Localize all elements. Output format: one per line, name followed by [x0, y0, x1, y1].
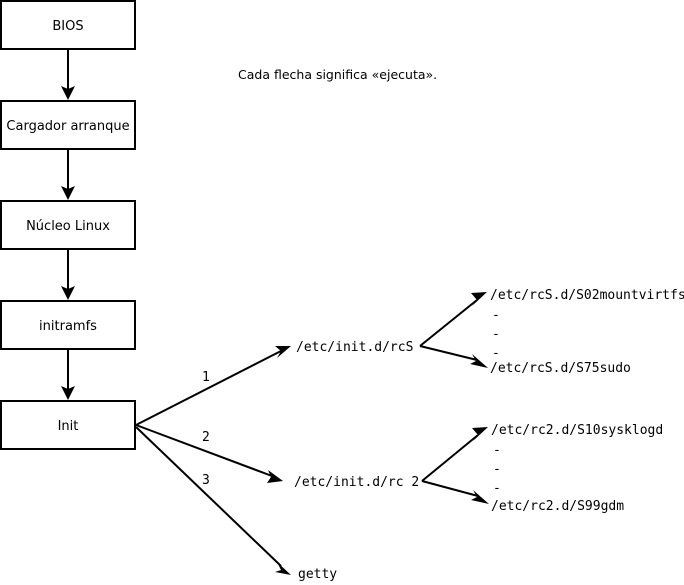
node-bootloader-shape: [0, 100, 136, 150]
diagram-caption: Cada flecha significa «ejecuta».: [238, 67, 437, 82]
branch-1-arrow: 1: [135, 346, 291, 426]
node-kernel-label: Núcleo Linux: [26, 219, 110, 234]
boot-chain-group: BIOS Cargador arranque Núcleo Linux init…: [0, 0, 136, 450]
arrow-bootloader-to-kernel: [61, 150, 75, 200]
rcs-script-group: /etc/init.d/rcS /etc/rcS.d/S02mountvirtf…: [296, 288, 684, 376]
node-initramfs-label: initramfs: [39, 319, 97, 334]
getty-group: getty: [298, 567, 337, 582]
rc2-last-script: /etc/rc2.d/S99gdm: [491, 499, 624, 514]
rcs-ellipsis-dash-2: -: [492, 327, 500, 342]
rcs-ellipsis-dash-3: -: [492, 346, 500, 361]
rcs-fanout-arrows: [419, 292, 488, 368]
node-initramfs: initramfs: [0, 300, 136, 350]
node-bios-label: BIOS: [52, 19, 83, 34]
node-bootloader-label: Cargador arranque: [6, 119, 129, 134]
node-init-label: Init: [58, 419, 79, 434]
chain-arrows-group: [61, 50, 75, 400]
branch-2-arrow: 2: [135, 424, 283, 483]
rcs-first-script: /etc/rcS.d/S02mountvirtfs: [490, 288, 684, 303]
branch-1-number: 1: [202, 370, 210, 385]
node-kernel-shape: [0, 200, 136, 250]
arrow-kernel-to-initramfs: [61, 250, 75, 300]
arrow-bios-to-bootloader: [61, 50, 75, 100]
branch-3-number: 3: [202, 473, 210, 488]
node-init: Init: [0, 400, 136, 450]
rc2-ellipsis-dash-2: -: [493, 462, 501, 477]
arrow-initramfs-to-init: [61, 350, 75, 400]
branch-3-arrow: 3: [135, 426, 291, 575]
getty-label: getty: [298, 567, 337, 582]
node-bootloader: Cargador arranque: [0, 100, 136, 150]
rc2-script-group: /etc/init.d/rc 2 /etc/rc2.d/S10sysklogd …: [294, 423, 663, 514]
rc2-script-label: /etc/init.d/rc 2: [294, 475, 419, 490]
rc2-fanout-arrows: [421, 427, 489, 504]
rcs-last-script: /etc/rcS.d/S75sudo: [490, 361, 631, 376]
init-fanout-group: 1 2 3: [135, 346, 291, 575]
node-initramfs-shape: [0, 300, 136, 350]
rc2-ellipsis-dash-3: -: [493, 481, 501, 496]
branch-2-number: 2: [202, 430, 210, 445]
node-bios: BIOS: [0, 0, 136, 50]
rc2-first-script: /etc/rc2.d/S10sysklogd: [491, 423, 663, 438]
rcs-script-label: /etc/init.d/rcS: [296, 340, 413, 355]
node-kernel: Núcleo Linux: [0, 200, 136, 250]
node-init-shape: [0, 400, 136, 450]
rcs-ellipsis-dash-1: -: [492, 308, 500, 323]
node-bios-shape: [0, 0, 136, 50]
rc2-ellipsis-dash-1: -: [493, 443, 501, 458]
